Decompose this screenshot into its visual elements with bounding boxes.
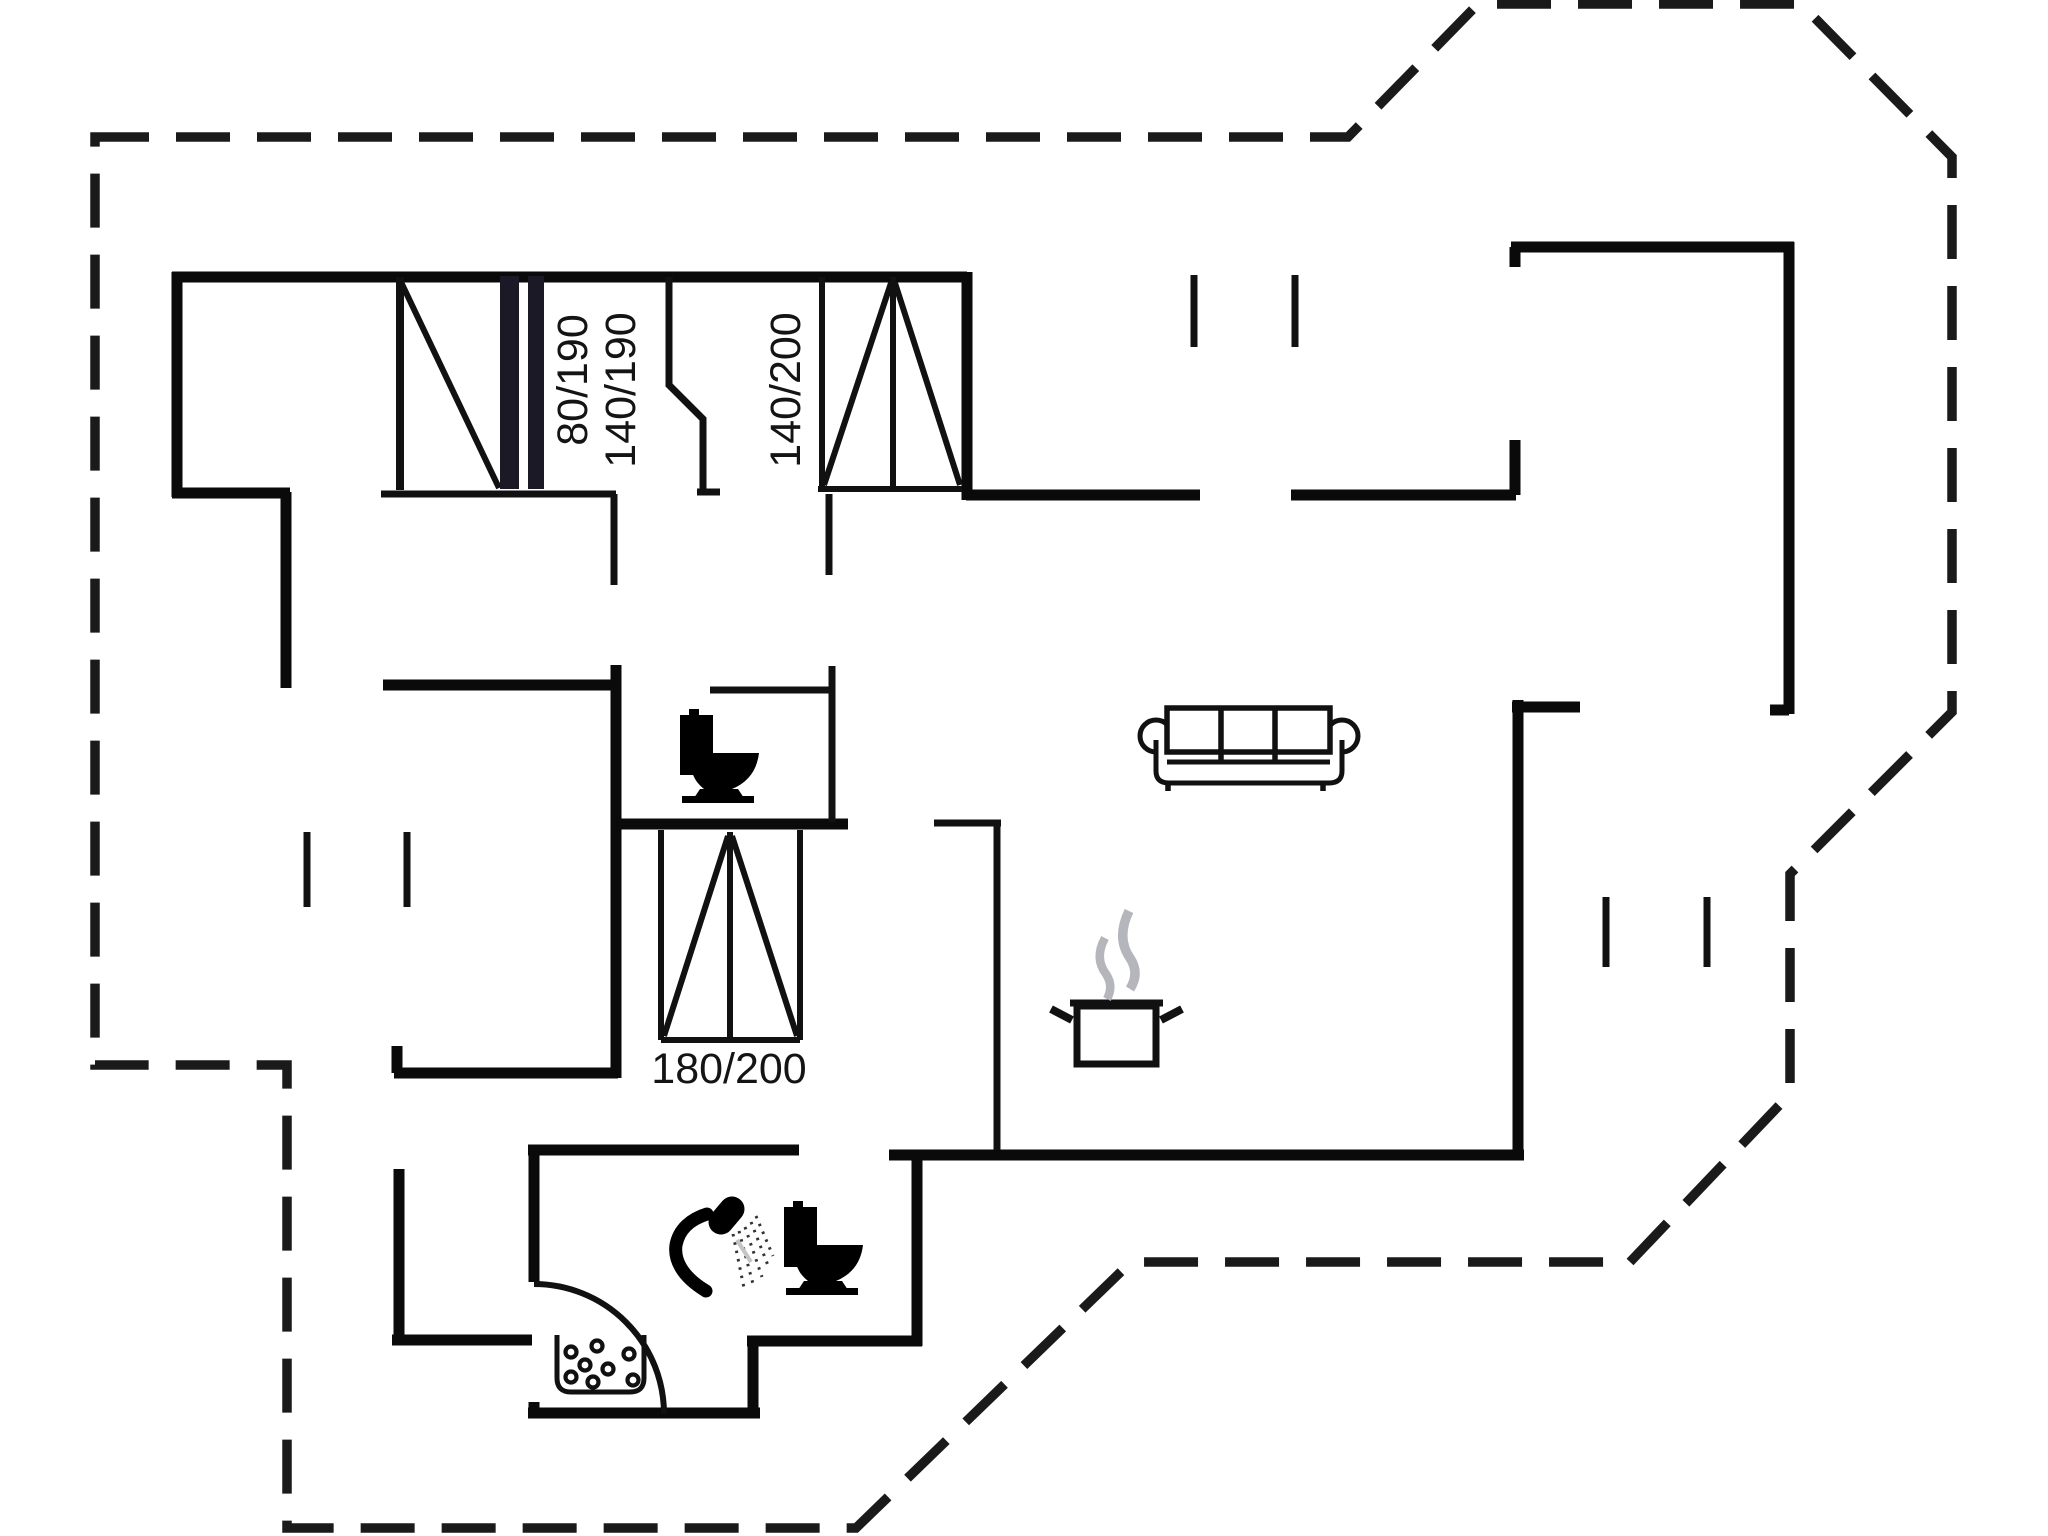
svg-text:180/200: 180/200 — [651, 1045, 806, 1093]
svg-text:140/190: 140/190 — [597, 312, 645, 467]
svg-text:80/190: 80/190 — [549, 314, 597, 446]
svg-text:140/200: 140/200 — [762, 312, 810, 467]
